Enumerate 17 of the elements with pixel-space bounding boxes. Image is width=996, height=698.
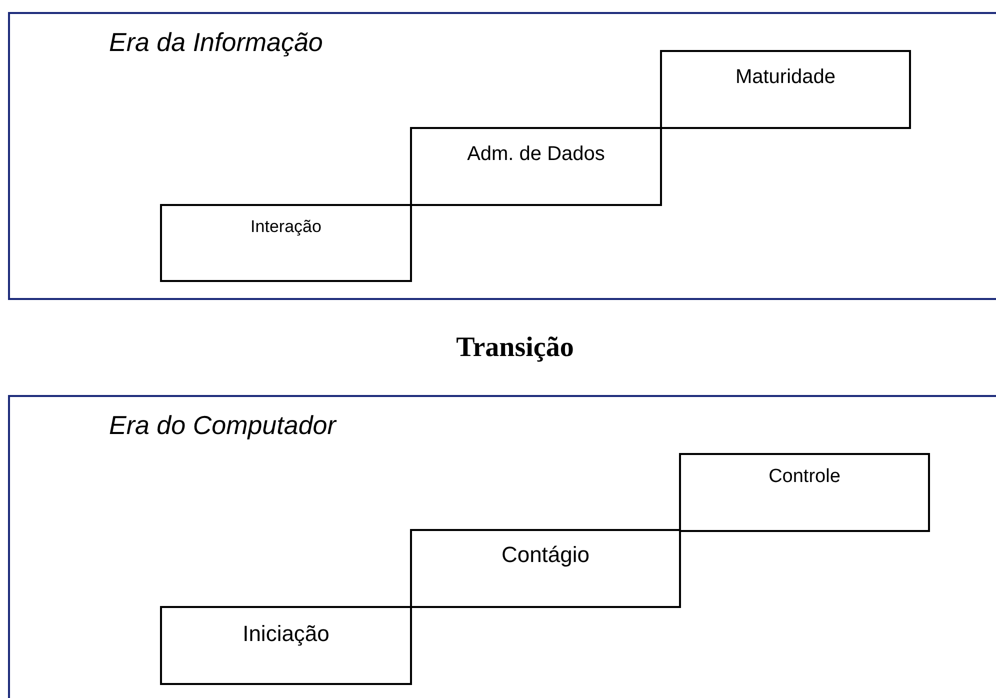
panel-title: Era da Informação	[109, 28, 323, 57]
era-panel	[8, 395, 996, 698]
panel-title: Era do Computador	[109, 411, 336, 440]
stage-label: Interação	[250, 218, 322, 237]
stage-box	[160, 204, 412, 282]
stage-label: Iniciação	[242, 622, 330, 646]
stage-label: Contágio	[500, 543, 591, 568]
stage-box	[679, 453, 930, 532]
transition-label: Transição	[456, 332, 574, 364]
stage-label: Controle	[768, 467, 842, 488]
era-panel	[8, 12, 996, 300]
stage-label: Maturidade	[734, 66, 837, 88]
stage-label: Adm. de Dados	[466, 143, 606, 165]
stage-box	[410, 127, 662, 206]
stage-box	[160, 606, 412, 685]
stage-box	[410, 529, 681, 608]
stage-box	[660, 50, 911, 129]
